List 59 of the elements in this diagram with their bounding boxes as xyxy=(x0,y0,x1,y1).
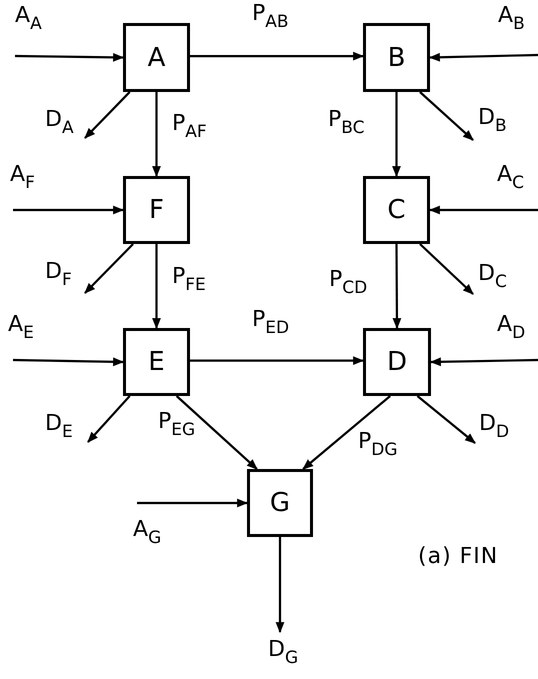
edge-label: D$_{A}$ xyxy=(45,108,74,138)
arrow xyxy=(419,91,474,141)
arrow xyxy=(392,92,401,178)
process-box xyxy=(247,469,313,537)
arrow xyxy=(190,52,364,61)
edge-label: A$_{B}$ xyxy=(498,4,525,34)
edge-label: D$_{B}$ xyxy=(478,106,507,136)
edge-label: P$_{ED}$ xyxy=(252,308,290,338)
box-label: G xyxy=(270,490,290,516)
edge-label: A$_{D}$ xyxy=(497,313,526,343)
box-label: E xyxy=(148,349,165,375)
arrow xyxy=(416,395,476,444)
arrow xyxy=(84,91,130,139)
edge-label: A$_{G}$ xyxy=(133,518,162,548)
edge-label: P$_{FE}$ xyxy=(172,265,206,295)
edge-label: P$_{AF}$ xyxy=(172,112,207,142)
box-label: D xyxy=(386,349,408,375)
arrow xyxy=(276,537,284,634)
box-label: B xyxy=(388,44,406,70)
arrow xyxy=(14,52,124,62)
edge-label: A$_{C}$ xyxy=(497,163,524,193)
box-label: C xyxy=(387,197,406,223)
edge-label: P$_{BC}$ xyxy=(328,108,365,138)
arrow xyxy=(137,498,248,508)
edge-label: D$_{D}$ xyxy=(479,412,510,442)
edge-label: A$_{A}$ xyxy=(15,4,42,34)
arrow xyxy=(152,244,161,330)
arrow xyxy=(190,356,364,366)
arrow xyxy=(428,52,538,62)
box-label: A xyxy=(148,44,166,70)
edge-label: D$_{G}$ xyxy=(268,638,298,668)
edge-label: D$_{E}$ xyxy=(45,412,73,442)
edge-label: A$_{E}$ xyxy=(8,313,34,343)
arrow xyxy=(419,243,474,295)
arrow xyxy=(13,206,124,214)
arrow xyxy=(428,206,538,214)
arrow xyxy=(87,395,131,443)
process-box xyxy=(363,176,430,244)
arrow xyxy=(176,395,258,470)
arrow xyxy=(430,357,538,366)
arrow xyxy=(302,395,391,470)
arrow xyxy=(152,92,161,178)
process-box xyxy=(123,176,190,244)
process-box xyxy=(123,23,190,92)
process-box xyxy=(123,328,190,396)
edge-label: P$_{AB}$ xyxy=(252,2,289,32)
arrow xyxy=(392,244,402,330)
edge-label: P$_{EG}$ xyxy=(158,410,196,440)
arrow xyxy=(12,357,124,366)
edge-label: D$_{C}$ xyxy=(478,262,507,292)
edge-label: P$_{CD}$ xyxy=(329,268,368,298)
figure-caption: (a) FIN xyxy=(418,544,498,569)
box-label: F xyxy=(149,197,164,223)
edge-label: D$_{F}$ xyxy=(45,260,72,290)
process-box xyxy=(363,328,431,396)
edge-label: P$_{DG}$ xyxy=(358,430,398,460)
process-box xyxy=(363,23,430,92)
arrow xyxy=(84,243,134,294)
edge-label: A$_{F}$ xyxy=(10,163,35,193)
